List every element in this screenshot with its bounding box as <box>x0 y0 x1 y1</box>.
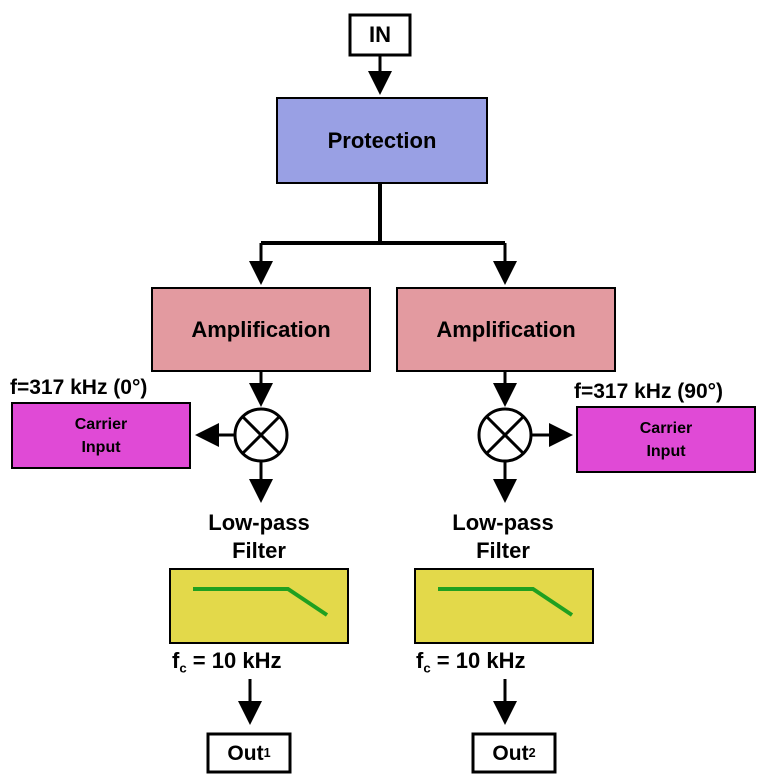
filter-box-right <box>414 568 594 644</box>
filter-title-line2-right: Filter <box>476 538 530 563</box>
carrier-label-line2-right: Input <box>646 443 686 460</box>
cutoff-frequency-right: fc = 10 kHz <box>416 648 526 675</box>
mixer-icon-left <box>233 407 289 463</box>
filter-title-line2-left: Filter <box>232 538 286 563</box>
input-label: IN <box>369 22 391 47</box>
output-box-right <box>471 732 557 774</box>
carrier-input-label-right: Carrier Input <box>577 417 755 463</box>
amplification-label-left: Amplification <box>191 316 331 342</box>
carrier-frequency-right: f=317 kHz (90°) <box>574 380 724 403</box>
carrier-input-label-left: Carrier Input <box>12 413 190 459</box>
amplification-label-right: Amplification <box>436 316 576 342</box>
amplification-box-right <box>396 287 616 372</box>
filter-title-line1-left: Low-pass <box>208 510 310 535</box>
cutoff-frequency-left: fc = 10 kHz <box>172 648 282 675</box>
carrier-input-box-right <box>576 406 756 473</box>
filter-curve-icon-left <box>193 587 329 617</box>
protection-box <box>276 97 488 184</box>
output-main-right: Out <box>492 741 529 765</box>
cutoff-symbol-right: f <box>416 648 424 673</box>
cutoff-value-left: = 10 kHz <box>186 648 282 673</box>
carrier-input-box-left <box>11 402 191 469</box>
carrier-frequency-left: f=317 kHz (0°) <box>10 376 148 399</box>
filter-box-left <box>169 568 349 644</box>
filter-title-right: Low-pass Filter <box>404 509 602 565</box>
carrier-label-line1-left: Carrier <box>74 416 128 433</box>
cutoff-subscript-left: c <box>179 660 187 676</box>
output-main-left: Out <box>227 741 264 765</box>
cutoff-symbol-left: f <box>172 648 180 673</box>
amplification-box-left <box>151 287 371 372</box>
protection-label: Protection <box>327 127 437 153</box>
filter-title-line1-right: Low-pass <box>452 510 554 535</box>
output-box-left <box>206 732 292 774</box>
cutoff-subscript-right: c <box>423 660 431 676</box>
carrier-label-line2-left: Input <box>81 439 121 456</box>
filter-title-left: Low-pass Filter <box>160 509 358 565</box>
cutoff-value-right: = 10 kHz <box>430 648 526 673</box>
filter-curve-icon-right <box>438 587 574 617</box>
mixer-icon-right <box>477 407 533 463</box>
carrier-label-line1-right: Carrier <box>639 420 693 437</box>
